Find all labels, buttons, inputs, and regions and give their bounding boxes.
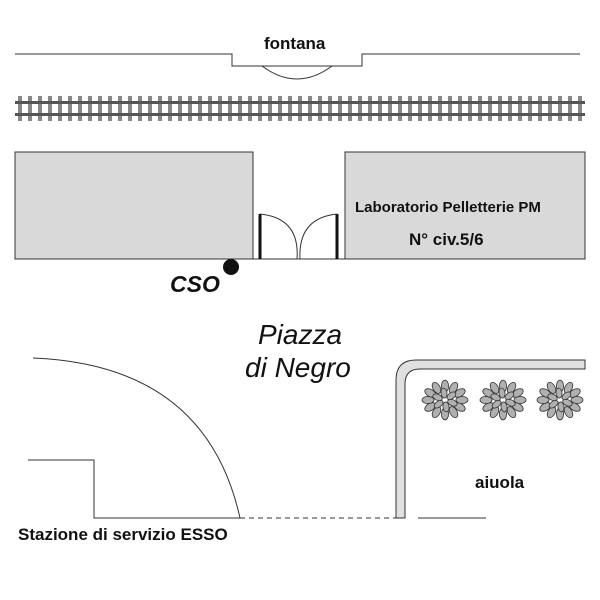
square-name-line1: Piazza: [258, 319, 343, 350]
rail-tie: [228, 96, 232, 121]
rail-tie: [528, 96, 532, 121]
shrub: [479, 379, 527, 421]
rail-tie: [328, 96, 332, 121]
rail-tie: [278, 96, 282, 121]
rail-tie: [148, 96, 152, 121]
rail-tie: [428, 96, 432, 121]
rail-tie: [538, 96, 542, 121]
gas-station-arc: [32, 357, 241, 519]
rail-tie: [258, 96, 262, 121]
rail-tie: [18, 96, 22, 121]
rail-tie: [358, 96, 362, 121]
rail-tie: [438, 96, 442, 121]
rail-tie: [558, 96, 562, 121]
rail-tie: [468, 96, 472, 121]
rail-tie: [448, 96, 452, 121]
rail-tie: [308, 96, 312, 121]
rail-tie: [38, 96, 42, 121]
rail-tie: [518, 96, 522, 121]
rail-tie: [378, 96, 382, 121]
square-name-line2: di Negro: [245, 352, 351, 383]
cso-label: CSO: [170, 271, 220, 297]
rail-tie: [458, 96, 462, 121]
shrub: [536, 379, 584, 421]
rail-tie: [118, 96, 122, 121]
rail-tie: [318, 96, 322, 121]
rail-tie: [98, 96, 102, 121]
shrub: [421, 379, 469, 421]
rail-tie: [568, 96, 572, 121]
fountain-label: fontana: [264, 34, 326, 53]
rail-tie: [68, 96, 72, 121]
gas-station-outline: [28, 459, 240, 519]
rail-tie: [268, 96, 272, 121]
cso-point: [223, 259, 239, 275]
rail-tie: [508, 96, 512, 121]
rail-tie: [498, 96, 502, 121]
rail-tie: [108, 96, 112, 121]
rail-tie: [168, 96, 172, 121]
rail-tie: [548, 96, 552, 121]
flowerbed-curb: [395, 359, 586, 519]
rail-tie: [218, 96, 222, 121]
rail-tie: [178, 96, 182, 121]
rail-tie: [48, 96, 52, 121]
rail-tie: [198, 96, 202, 121]
building-left: [14, 151, 254, 260]
railway-track: [15, 96, 585, 121]
rail-tie: [248, 96, 252, 121]
rail-tie: [128, 96, 132, 121]
rail-tie: [208, 96, 212, 121]
building-right: [344, 151, 586, 260]
rail-tie: [28, 96, 32, 121]
rail-tie: [298, 96, 302, 121]
fountain-basin: [261, 65, 333, 80]
rail-tie: [338, 96, 342, 121]
rail-tie: [288, 96, 292, 121]
rail-tie: [368, 96, 372, 121]
rail-tie: [388, 96, 392, 121]
rail-tie: [348, 96, 352, 121]
flowerbed-shrubs: [421, 379, 584, 421]
rail-line: [15, 113, 585, 116]
rail-tie: [418, 96, 422, 121]
rail-tie: [58, 96, 62, 121]
rail-tie: [488, 96, 492, 121]
flowerbed-label: aiuola: [475, 473, 525, 492]
rail-tie: [478, 96, 482, 121]
fountain-outline: [15, 53, 580, 67]
rail-tie: [158, 96, 162, 121]
civic-number-label: N° civ.5/6: [409, 230, 484, 249]
rail-tie: [398, 96, 402, 121]
rail-tie: [88, 96, 92, 121]
rail-tie: [188, 96, 192, 121]
rail-tie: [578, 96, 582, 121]
gate: [253, 213, 345, 260]
rail-line: [15, 101, 585, 104]
rail-tie: [138, 96, 142, 121]
rail-tie: [238, 96, 242, 121]
gas-station-label: Stazione di servizio ESSO: [18, 525, 228, 544]
shop-name-label: Laboratorio Pelletterie PM: [355, 199, 541, 216]
rail-tie: [78, 96, 82, 121]
rail-tie: [408, 96, 412, 121]
